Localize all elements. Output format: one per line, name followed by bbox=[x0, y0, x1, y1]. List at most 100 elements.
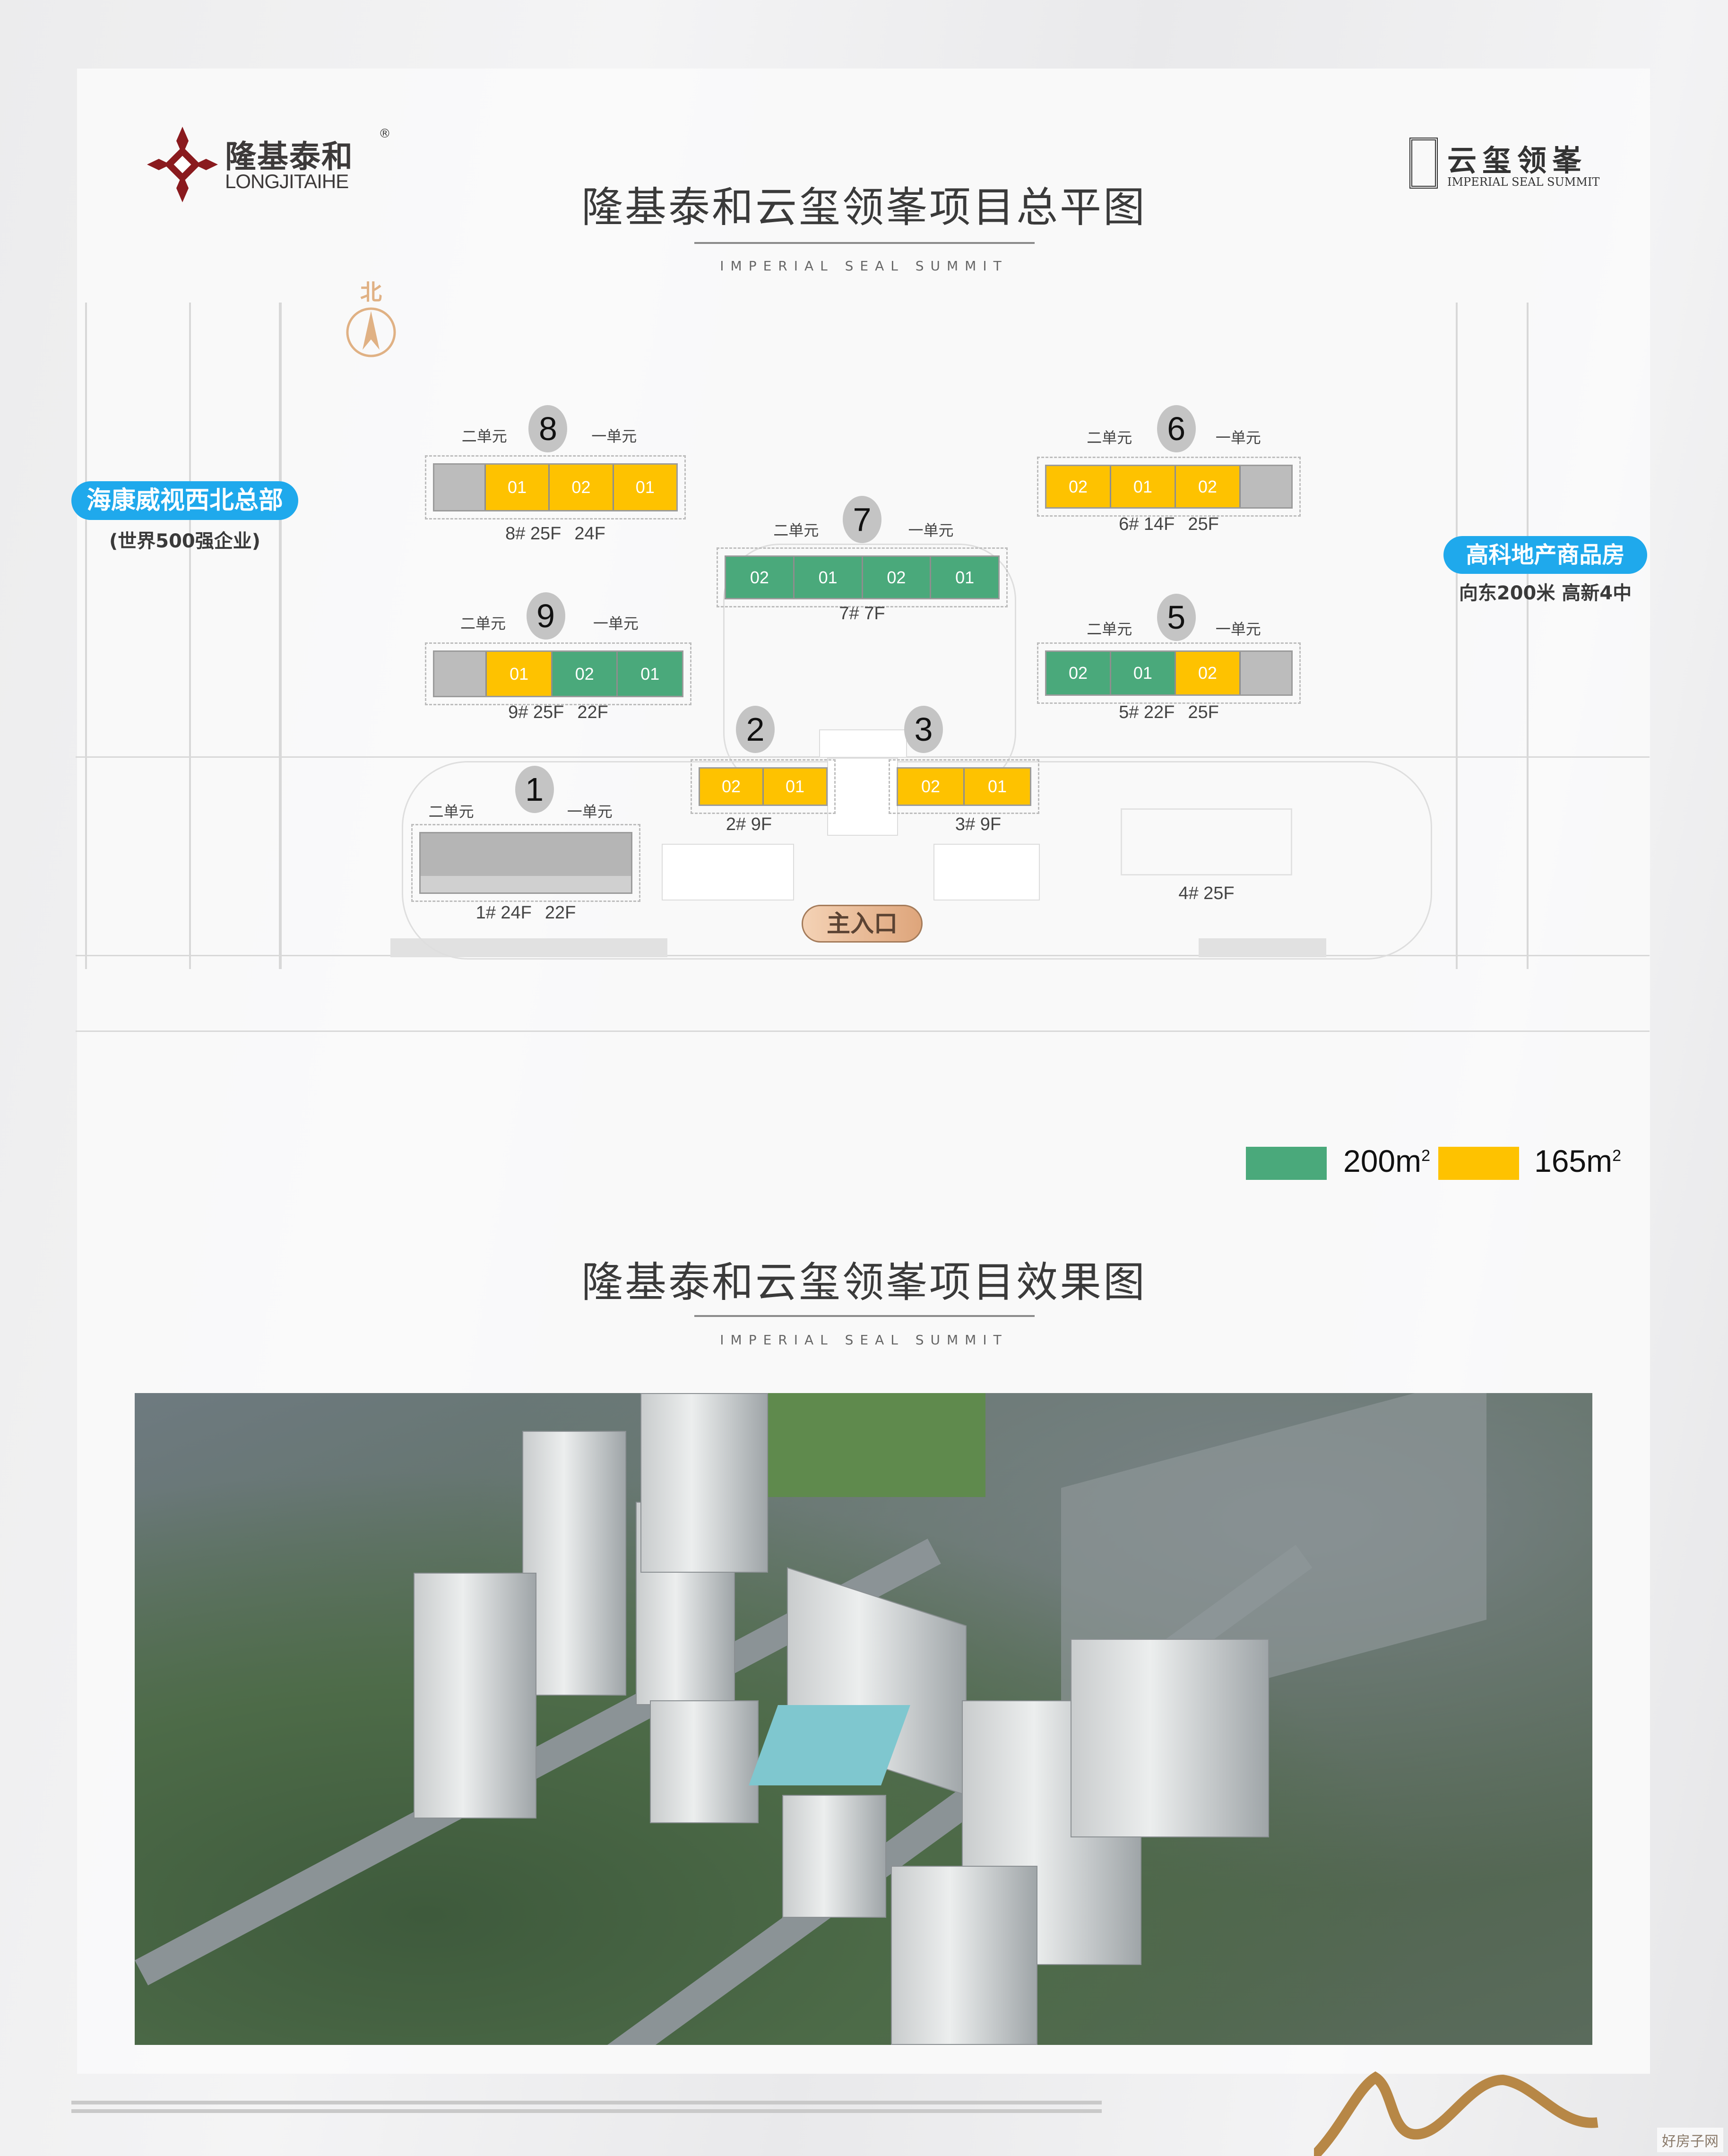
seal-icon bbox=[1409, 138, 1438, 189]
unit-165: 02 bbox=[1175, 466, 1241, 507]
road-line bbox=[85, 303, 87, 969]
building-caption: 7# 7F bbox=[725, 604, 1000, 624]
building-2[interactable]: 2 02 01 2# 9F bbox=[691, 706, 836, 834]
floors-label: 2# 9F bbox=[726, 814, 772, 834]
building-number-badge: 8 bbox=[528, 405, 568, 452]
title-divider bbox=[694, 242, 1035, 244]
unit-165: 01 bbox=[613, 465, 677, 510]
unit-165: 01 bbox=[764, 769, 826, 805]
building-caption: 4# 25F bbox=[1122, 883, 1291, 904]
unit-200: 02 bbox=[1046, 652, 1111, 694]
unit-200: 01 bbox=[794, 557, 863, 598]
legend-label-165: 165m2 bbox=[1534, 1143, 1621, 1179]
sports-field bbox=[749, 1393, 985, 1497]
road-line bbox=[1456, 303, 1458, 969]
project-name-cn: 云玺领峯 bbox=[1447, 143, 1588, 178]
floors-label: 3# 9F bbox=[955, 814, 1002, 834]
floors-label: 7# 7F bbox=[839, 604, 885, 623]
unit-200: 02 bbox=[726, 557, 795, 598]
gate-house bbox=[819, 729, 907, 758]
project-logo: 云玺领峯 IMPERIAL SEAL SUMMIT bbox=[1409, 138, 1608, 190]
unit-label: 一单元 bbox=[591, 427, 637, 445]
legend-label-200: 200m2 bbox=[1343, 1143, 1430, 1179]
floors-label: 22F bbox=[544, 903, 576, 923]
building-caption: 2# 9F bbox=[699, 814, 799, 835]
gate-house bbox=[827, 758, 898, 836]
plan-subtitle: IMPERIAL SEAL SUMMIT bbox=[720, 258, 1008, 274]
floors-label: 9# 25F bbox=[508, 702, 564, 722]
floors-label: 1# 24F bbox=[475, 903, 532, 923]
legend-swatch-165 bbox=[1438, 1147, 1519, 1180]
longjitaihe-logo: 隆基泰和 LONGJITAIHE ® bbox=[147, 127, 402, 202]
building-4[interactable]: 4# 25F bbox=[1121, 808, 1292, 903]
unit-label: 二单元 bbox=[1087, 620, 1132, 638]
unit-label: 二单元 bbox=[773, 521, 819, 539]
legend-swatch-200 bbox=[1246, 1147, 1327, 1180]
disclaimer-fine-print bbox=[71, 2109, 1102, 2113]
road-line bbox=[189, 303, 191, 969]
floors-label: 8# 25F bbox=[505, 524, 562, 544]
floors-label: 25F bbox=[1188, 702, 1219, 722]
unit-label: 二单元 bbox=[461, 427, 507, 445]
tower bbox=[414, 1573, 536, 1818]
unit-label: 一单元 bbox=[593, 615, 639, 632]
core-segment bbox=[1240, 466, 1292, 507]
building-caption: 3# 9F bbox=[925, 814, 1031, 835]
core-segment bbox=[1240, 652, 1292, 694]
podium bbox=[662, 844, 794, 900]
unit-label: 一单元 bbox=[908, 521, 954, 539]
disclaimer-fine-print bbox=[71, 2101, 1102, 2104]
road-line bbox=[279, 303, 282, 969]
road-line bbox=[76, 955, 1650, 956]
legend-value: 165 bbox=[1534, 1143, 1587, 1178]
unit-label: 一单元 bbox=[1215, 620, 1261, 638]
swimming-pool bbox=[749, 1705, 910, 1785]
brand-name-en: LONGJITAIHE bbox=[225, 170, 349, 192]
building-7[interactable]: 7 二单元 一单元 02 01 02 01 7# 7F bbox=[717, 496, 1008, 623]
floors-label: 25F bbox=[1188, 514, 1219, 534]
building-number-badge: 5 bbox=[1157, 594, 1196, 641]
diamond-logo-icon bbox=[147, 127, 218, 202]
building-number-badge: 3 bbox=[904, 706, 943, 753]
south-courtyard bbox=[402, 761, 1432, 960]
building-number-badge: 6 bbox=[1157, 405, 1196, 452]
building-number-badge: 2 bbox=[736, 706, 775, 753]
core-segment bbox=[434, 652, 487, 696]
building-number-badge: 9 bbox=[526, 592, 565, 640]
watermark: 好房子网 bbox=[1657, 2128, 1723, 2152]
building-3[interactable]: 3 02 01 3# 9F bbox=[889, 706, 1039, 834]
unit-165: 02 bbox=[700, 769, 764, 805]
unit-200: 02 bbox=[863, 557, 932, 598]
podium bbox=[933, 844, 1040, 900]
unit-label: 一单元 bbox=[1215, 429, 1261, 447]
landmark-hikvision-note: (世界500强企业) bbox=[109, 530, 261, 552]
building-caption: 9# 25F 22F bbox=[433, 702, 683, 723]
aerial-rendering bbox=[135, 1393, 1592, 2045]
unit-200: 01 bbox=[931, 557, 998, 598]
unit-label: 二单元 bbox=[460, 615, 506, 632]
project-name-en: IMPERIAL SEAL SUMMIT bbox=[1447, 175, 1600, 189]
unit-165: 02 bbox=[1046, 466, 1111, 507]
legend-unit: m bbox=[1586, 1143, 1613, 1178]
brand-name-cn: 隆基泰和 bbox=[225, 139, 354, 175]
legend-sup: 2 bbox=[1612, 1147, 1622, 1165]
floors-label: 22F bbox=[577, 702, 608, 722]
building-number-badge: 7 bbox=[843, 496, 881, 543]
compass-arrow-icon bbox=[346, 307, 396, 357]
floors-label: 5# 22F bbox=[1119, 702, 1175, 722]
title-divider bbox=[694, 1315, 1035, 1317]
floors-label: 4# 25F bbox=[1178, 883, 1235, 903]
tower bbox=[891, 1866, 1037, 2045]
road-line bbox=[76, 1030, 1650, 1032]
unit-200: 01 bbox=[1111, 652, 1176, 694]
tower bbox=[640, 1393, 768, 1573]
building-number-badge: 1 bbox=[515, 766, 554, 813]
main-entrance-badge: 主入口 bbox=[802, 905, 923, 943]
gold-swoosh-decoration bbox=[1314, 2071, 1598, 2156]
